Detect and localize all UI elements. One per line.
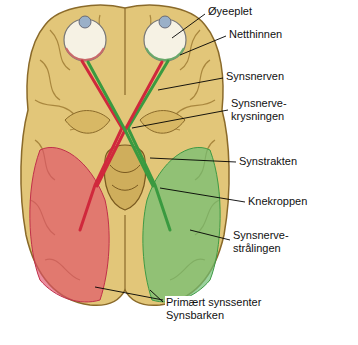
part-label: Synsnerve- krysningen [230, 97, 296, 123]
part-label: Synsnerven [225, 70, 285, 83]
part-label: Synsnerve- strålingen [232, 229, 300, 255]
part-label: Øyeeplet [207, 5, 253, 18]
part-label: Synstrakten [238, 155, 298, 168]
part-label: Knekroppen [247, 195, 308, 208]
part-label: Netthinnen [228, 28, 283, 41]
part-label: Primært synssenter Synsbarken [165, 296, 271, 322]
